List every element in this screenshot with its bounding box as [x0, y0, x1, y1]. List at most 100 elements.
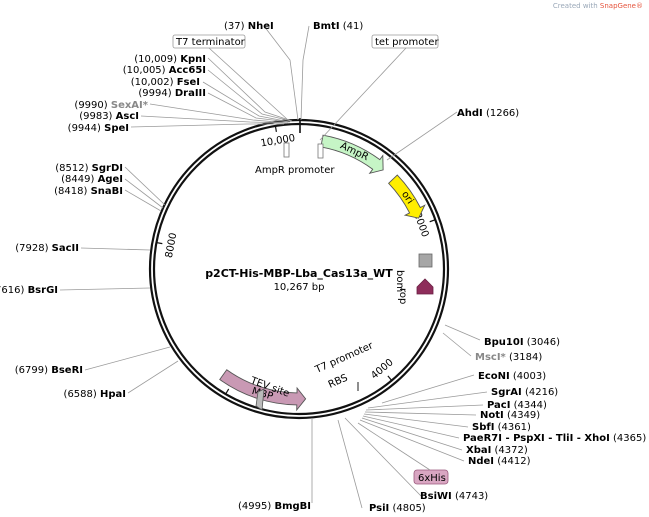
small-feature-bom [418, 253, 433, 268]
site-enzyme: BmgBI [274, 501, 311, 512]
site-enzyme: KpnI [180, 54, 206, 65]
site-enzyme: PacI [487, 400, 510, 411]
site-label: (9944) SpeI [68, 123, 129, 134]
feature-label: AmpR [338, 141, 370, 164]
site-position: (4003) [513, 371, 546, 382]
boxed-t7-terminator: T7 terminator [172, 34, 246, 49]
small-feature-tet-promoter [317, 143, 324, 159]
small-feature-ampr-promoter [283, 142, 290, 158]
site-label: (7928) SacII [15, 243, 79, 254]
site-enzyme: SacII [52, 243, 79, 254]
site-enzyme: HpaI [100, 389, 126, 400]
boxed-6xhis-text: 6xHis [418, 473, 446, 484]
site-label: (37) NheI [224, 21, 274, 32]
site-enzyme: BseRI [51, 365, 83, 376]
small-feature-tev-site [255, 388, 265, 411]
site-label: (6588) HpaI [64, 389, 126, 400]
site-label: MscI* (3184) [475, 352, 542, 363]
site-label: NotI (4349) [480, 410, 540, 421]
site-position: (41) [343, 21, 364, 32]
site-position: (4805) [392, 503, 425, 514]
site-position: (3184) [509, 352, 542, 363]
site-label: (4995) BmgBI [238, 501, 311, 512]
site-label: AhdI (1266) [457, 108, 519, 119]
site-label: PaeR7I - PspXI - TliI - XhoI (4365) [463, 433, 646, 444]
site-position: (8418) [54, 186, 87, 197]
site-position: (4743) [455, 491, 488, 502]
site-position: (4349) [507, 410, 540, 421]
site-position: (3046) [527, 337, 560, 348]
site-enzyme: SbfI [472, 422, 494, 433]
label-t7-promoter: T7 promoter [313, 340, 376, 376]
site-label: EcoNI (4003) [478, 371, 546, 382]
site-label: Bpu10I (3046) [484, 337, 560, 348]
boxed-tet-promoter-text: tet promoter [375, 37, 439, 48]
site-enzyme: SgrAI [491, 387, 522, 398]
site-label: (10,002) FseI [131, 77, 200, 88]
tick-mark [156, 241, 163, 245]
backbone-inner [152, 122, 446, 416]
site-position: (6799) [15, 365, 48, 376]
site-enzyme: AgeI [98, 174, 123, 185]
credit-brand: SnapGene® [599, 2, 643, 10]
site-enzyme: BmtI [313, 21, 340, 32]
site-enzyme: XbaI [466, 445, 491, 456]
feature-arrow [320, 134, 384, 175]
site-position: (8449) [61, 174, 94, 185]
feature-arrow [387, 174, 426, 219]
site-enzyme: SgrDI [92, 163, 123, 174]
site-label: BsiWI (4743) [420, 491, 488, 502]
site-enzyme: BsiWI [420, 491, 452, 502]
site-label: XbaI (4372) [466, 445, 528, 456]
site-enzyme: FseI [177, 77, 200, 88]
boxed-6xhis: 6xHis [413, 469, 449, 485]
site-position: (4365) [613, 433, 646, 444]
restriction-site-labels: (37) NheI BmtI (41) AhdI (1266) Bpu10I (304… [0, 21, 646, 514]
site-enzyme: SexAI* [111, 100, 149, 111]
site-position: (37) [224, 21, 245, 32]
label-rop: rop [397, 288, 408, 304]
tick-label: 8000 [164, 232, 179, 259]
site-label: (9994) DraIII [138, 88, 206, 99]
boxed-tet-promoter: tet promoter [371, 34, 439, 49]
backbone-outer [148, 118, 450, 420]
site-label: (8449) AgeI [61, 174, 123, 185]
tick-label: 4000 [369, 357, 396, 382]
site-position: (4216) [525, 387, 558, 398]
site-position: (9990) [74, 100, 107, 111]
site-enzyme: BsrGI [28, 285, 58, 296]
site-enzyme: AhdI [457, 108, 483, 119]
site-enzyme: NotI [480, 410, 504, 421]
plasmid-name: p2CT-His-MBP-Lba_Cas13a_WT [205, 267, 393, 280]
site-label: (10,005) Acc65I [123, 65, 206, 76]
site-label: (8418) SnaBI [54, 186, 123, 197]
site-position: (10,009) [134, 54, 177, 65]
tick-mark [225, 388, 230, 395]
label-ampr-promoter: AmpR promoter [255, 165, 335, 176]
tick-label: 10,000 [260, 133, 296, 150]
site-enzyme: AscI [116, 111, 139, 122]
site-position: (4344) [514, 400, 547, 411]
site-label: (7616) BsrGI [0, 285, 58, 296]
site-label: NdeI (4412) [468, 456, 531, 467]
site-enzyme: PsiI [369, 503, 389, 514]
site-label: SbfI (4361) [472, 422, 531, 433]
site-position: (7928) [15, 243, 48, 254]
site-label: (9983) AscI [79, 111, 139, 122]
plasmid-size: 10,267 bp [274, 282, 325, 293]
site-enzyme: PaeR7I - PspXI - TliI - XhoI [463, 433, 610, 444]
site-label: (8512) SgrDI [55, 163, 123, 174]
site-enzyme: SpeI [104, 123, 129, 134]
site-enzyme: EcoNI [478, 371, 510, 382]
tick-mark [274, 125, 277, 132]
site-position: (8512) [55, 163, 88, 174]
site-label: (6799) BseRI [15, 365, 83, 376]
site-position: (9944) [68, 123, 101, 134]
site-position: (10,002) [131, 77, 174, 88]
small-feature-rop [416, 278, 434, 295]
site-enzyme: DraIII [175, 88, 206, 99]
boxed-t7-terminator-text: T7 terminator [175, 37, 246, 48]
site-position: (10,005) [123, 65, 166, 76]
site-enzyme: SnaBI [91, 186, 123, 197]
